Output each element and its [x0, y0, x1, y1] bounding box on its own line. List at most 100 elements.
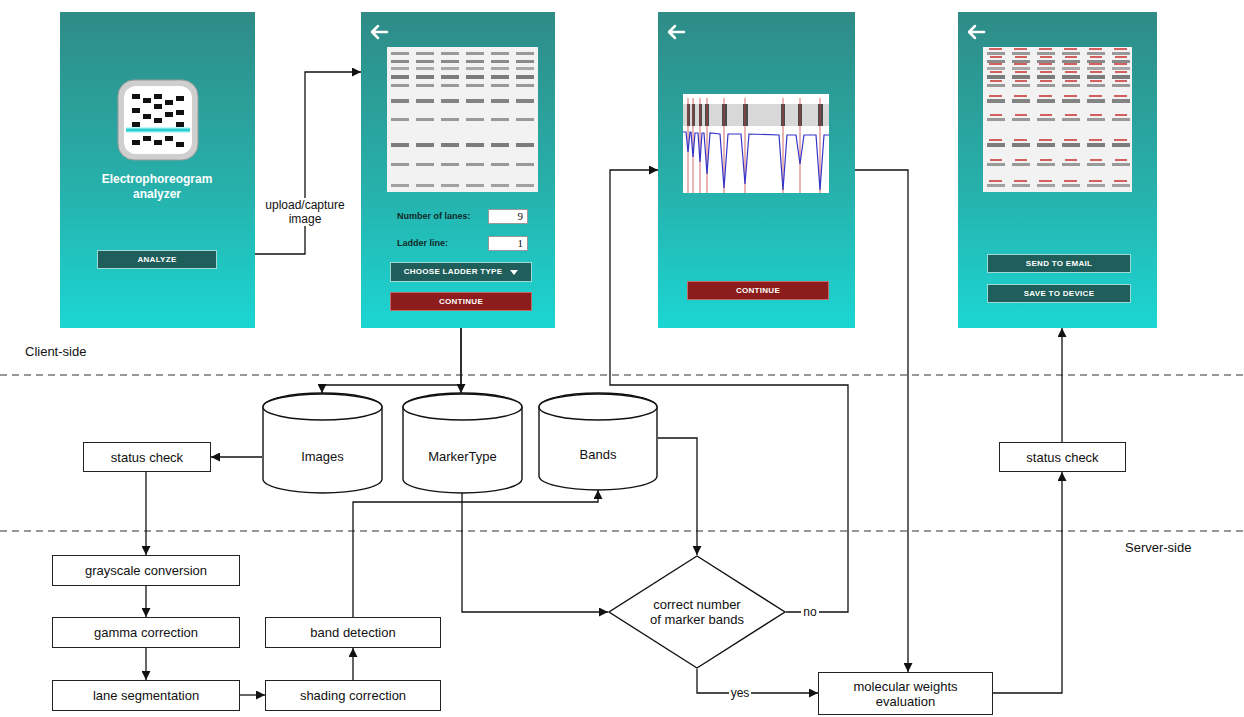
button-label: CHOOSE LADDER TYPE: [404, 267, 503, 277]
text-wrap: CONTINUE: [688, 282, 828, 299]
node-label: status check: [111, 450, 183, 465]
connector: [460, 328, 461, 393]
text-wrap: CHOOSE LADDER TYPE: [391, 263, 531, 281]
continue-button: CONTINUE: [687, 281, 829, 300]
node-label: status check: [1026, 450, 1098, 465]
node-label: gamma correction: [94, 625, 198, 640]
connector: [352, 648, 353, 680]
connector: [993, 472, 1062, 693]
node-label: shading correction: [300, 688, 406, 703]
text-wrap: ANALYZE: [98, 251, 216, 268]
database-cylinder: MarkerType: [402, 393, 523, 493]
connector: [145, 586, 146, 617]
phone-screen: CONTINUE: [658, 12, 855, 328]
button-label: SEND TO EMAIL: [1026, 259, 1092, 269]
node-label: lane segmentation: [93, 688, 199, 703]
connector: [353, 490, 598, 617]
app-button: ANALYZE: [97, 250, 217, 269]
connector: [240, 694, 265, 695]
text-wrap: status check: [84, 443, 210, 471]
connector: [855, 170, 908, 672]
cylinder-outline: [262, 393, 383, 493]
node-label: Bands: [580, 447, 617, 462]
phone-screen: Electrophoreogram analyzerANALYZE: [60, 12, 255, 328]
text-wrap: grayscale conversion: [53, 556, 239, 585]
dashed-separator: [0, 530, 1244, 531]
cylinder-top: [403, 394, 522, 420]
diamond-shape: [609, 556, 785, 668]
process-box: molecular weights evaluation: [818, 672, 993, 715]
text-wrap: SEND TO EMAIL: [988, 255, 1130, 272]
node-label: 1: [518, 236, 524, 251]
connector: [255, 72, 361, 254]
text-wrap: molecular weights evaluation: [819, 673, 992, 714]
text-wrap: SAVE TO DEVICE: [988, 285, 1130, 302]
cylinder-body: [539, 393, 657, 490]
button-label: SAVE TO DEVICE: [1024, 289, 1095, 299]
side-label: Server-side: [1125, 540, 1191, 555]
connector: [145, 648, 146, 680]
cylinder-body: [403, 393, 522, 493]
process-box: gamma correction: [52, 617, 240, 648]
edge-label: upload/capture image: [257, 198, 353, 226]
screen-text: Number of lanes:: [397, 211, 471, 222]
text-wrap: gamma correction: [53, 618, 239, 647]
phone-screen: SEND TO EMAIL SAVE TO DEVICE: [958, 12, 1157, 328]
database-cylinder: Bands: [538, 393, 658, 490]
cylinder-outline: [538, 393, 658, 490]
app-button: SAVE TO DEVICE: [987, 284, 1131, 303]
button-label: ANALYZE: [137, 255, 176, 265]
text-wrap: 9: [489, 210, 527, 223]
edge-label: no: [801, 605, 818, 619]
process-box: lane segmentation: [52, 680, 240, 711]
process-box: shading correction: [265, 680, 441, 711]
node-label: Images: [301, 449, 344, 464]
phone-screen: Number of lanes: Ladder line: 9 1CHOOSE LAD…: [361, 12, 555, 328]
text-wrap: shading correction: [266, 681, 440, 710]
text-wrap: band detection: [266, 618, 440, 647]
cylinder-outline: [402, 393, 523, 493]
text-wrap: Images: [262, 393, 383, 493]
process-box: status check: [83, 442, 211, 472]
node-label: molecular weights evaluation: [825, 679, 986, 709]
node-label: band detection: [310, 625, 395, 640]
screen-text: Ladder line:: [397, 238, 448, 249]
connector: [145, 472, 146, 555]
app-icon: [60, 12, 255, 328]
node-label: 9: [518, 209, 524, 224]
text-wrap: CONTINUE: [391, 293, 531, 310]
dashed-separator: [0, 374, 1244, 375]
screen-text: Electrophoreogram analyzer: [87, 172, 227, 202]
cylinder-top: [539, 394, 657, 420]
continue-button: CONTINUE: [390, 292, 532, 311]
input-field: 9: [488, 209, 528, 224]
cylinder-body: [263, 393, 382, 493]
text-wrap: status check: [1000, 443, 1125, 471]
text-wrap: 1: [489, 237, 527, 250]
app-button: CHOOSE LADDER TYPE: [390, 262, 532, 282]
node-label: MarkerType: [428, 449, 497, 464]
input-field: 1: [488, 236, 528, 251]
edge-label: yes: [729, 686, 752, 700]
connector: [322, 328, 461, 393]
node-label: correct number of marker bands: [650, 597, 744, 627]
node-label: grayscale conversion: [85, 563, 207, 578]
text-wrap: lane segmentation: [53, 681, 239, 710]
database-cylinder: Images: [262, 393, 383, 493]
process-box: band detection: [265, 617, 441, 648]
process-box: status check: [999, 442, 1126, 472]
annotated-gel: [958, 12, 1157, 328]
text-wrap: correct number of marker bands: [608, 555, 786, 669]
app-button: SEND TO EMAIL: [987, 254, 1131, 273]
connector: [1061, 328, 1062, 442]
decision-diamond: correct number of marker bands: [608, 555, 786, 669]
connector: [462, 493, 608, 612]
connector: [697, 669, 818, 693]
connector: [211, 456, 262, 457]
button-label: CONTINUE: [439, 297, 483, 307]
side-label: Client-side: [25, 344, 86, 359]
text-wrap: MarkerType: [402, 393, 523, 493]
cylinder-top: [263, 394, 382, 420]
process-box: grayscale conversion: [52, 555, 240, 586]
